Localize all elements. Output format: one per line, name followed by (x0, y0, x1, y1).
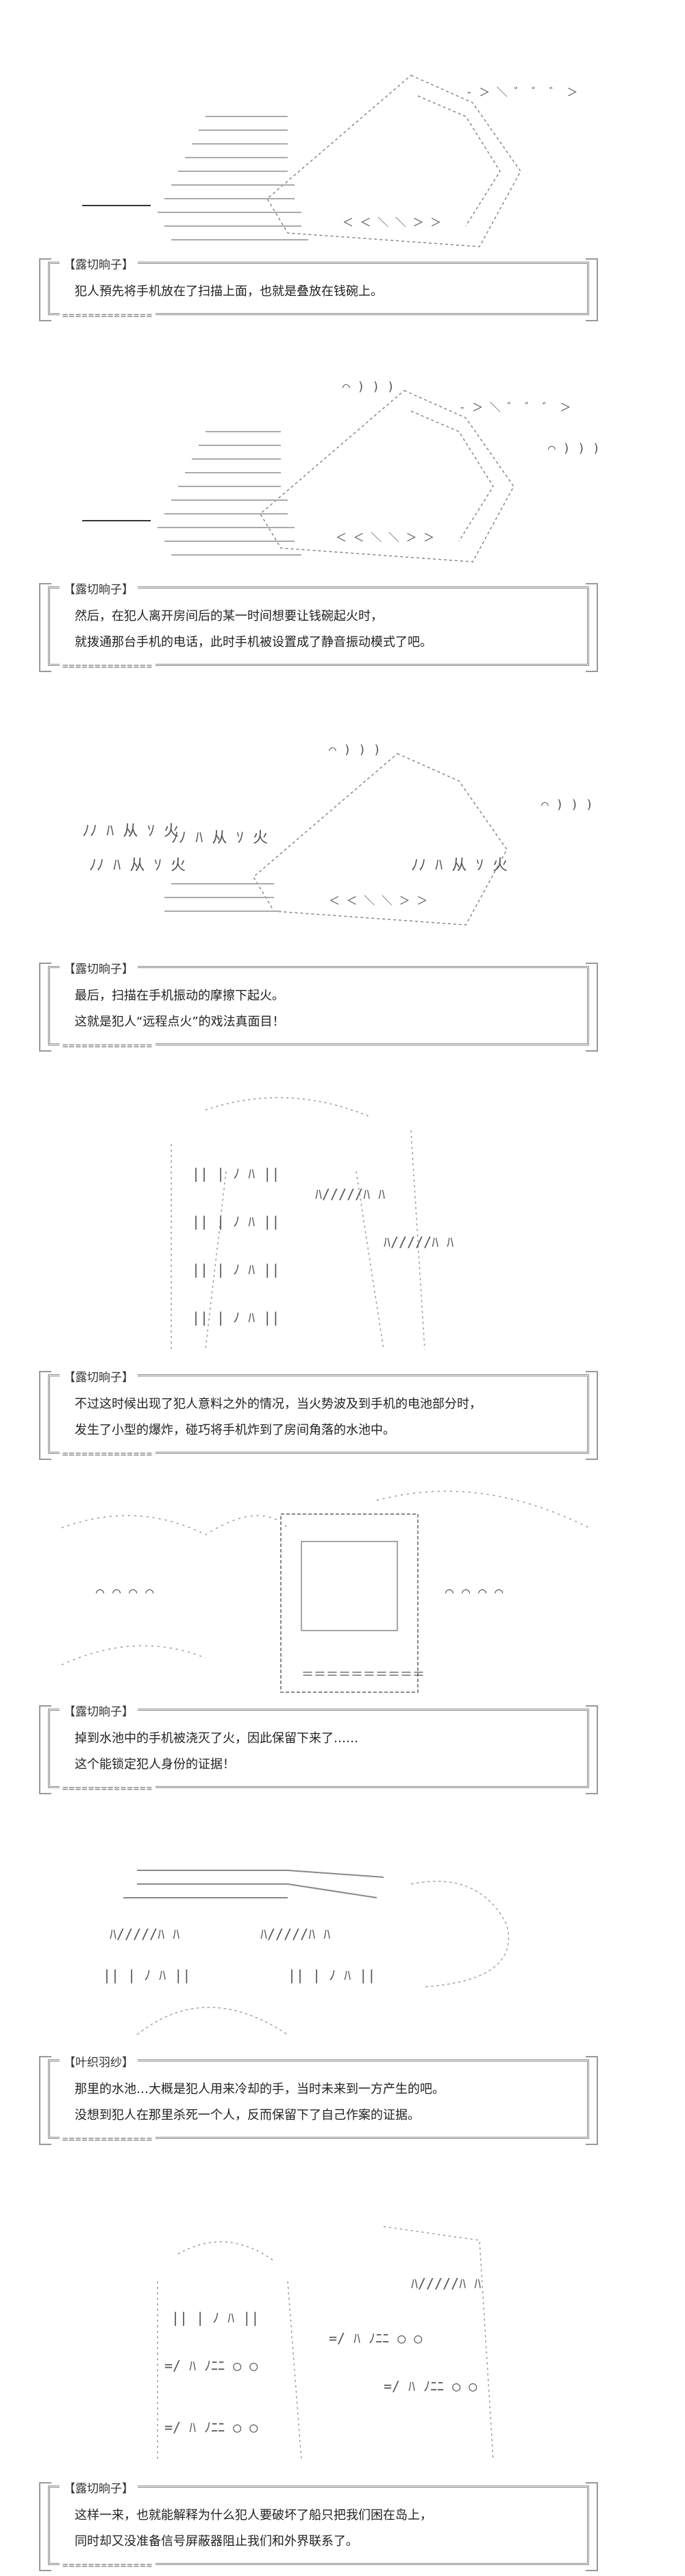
ascii-art-phone-in-sink: ⌒ ⌒ ⌒ ⌒ ⌒ ⌒ ⌒ ⌒ ＝＝＝＝＝＝＝＝＝＝ (0, 1473, 685, 1706)
dialogue-line: 那里的水池…大概是犯人用来冷却的手，当时未来到一方产生的吧。 (75, 2082, 445, 2096)
dialogue-box: 【露切晌子】 不过这时候出现了犯人意料之外的情况，当火势波及到手机的电池部分时，… (39, 1367, 598, 1460)
dialogue-line: 这就是犯人“远程点火”的戏法真面目！ (75, 1015, 285, 1029)
svg-text:=/ ﾊ ﾉﾆﾆ ○ ○: =/ ﾊ ﾉﾆﾆ ○ ○ (164, 2357, 258, 2374)
dialogue-box: 【叶织羽纱】 那里的水池…大概是犯人用来冷却的手，当时未来到一方产生的吧。 没想… (39, 2053, 598, 2145)
speaker-name: 【叶织羽纱】 (60, 2053, 138, 2070)
dialogue-line: 最后，扫描在手机振动的摩擦下起火。 (75, 989, 284, 1003)
dialogue-line: 这个能锁定犯人身份的证据！ (75, 1757, 235, 1772)
dialogue-box: 【露切晌子】 然后，在犯人离开房间后的某一时间想要让钱碗起火时， 就拨通那台手机… (39, 580, 598, 672)
panel-5: ⌒ ⌒ ⌒ ⌒ ⌒ ⌒ ⌒ ⌒ ＝＝＝＝＝＝＝＝＝＝ 【露切晌子】 掉到水池中的… (0, 1473, 685, 1822)
svg-text:＜ ＜ ＼ ＼ ＞ ＞: ＜ ＜ ＼ ＼ ＞ ＞ (329, 894, 427, 907)
dialogue-box: 【露切晌子】 掉到水池中的手机被浇灭了火，因此保留下来了…… 这个能锁定犯人身份… (39, 1702, 598, 1794)
dialogue-footer: ============== (60, 1783, 156, 1794)
ascii-art-girl-bangs: ﾊ/////ﾊ ﾊ ﾊ/////ﾊ ﾊ || | ﾉ ﾊ || || | ﾉ ﾊ… (0, 1843, 685, 2048)
ascii-art-phone-vibrating: ⌒ ) ) ) ⌒ ) ) ) ‐ ＞ ＼ ゛ ゛ ゛ ＞ ＜ ＜ ＼ ＼ ＞ … (0, 363, 685, 582)
svg-text:⌒ ⌒ ⌒ ⌒: ⌒ ⌒ ⌒ ⌒ (96, 1583, 153, 1600)
svg-text:＜ ＜ ＼ ＼ ＞ ＞: ＜ ＜ ＼ ＼ ＞ ＞ (342, 216, 441, 229)
svg-text:|| | ﾉ ﾊ ||: || | ﾉ ﾊ || (192, 1165, 279, 1182)
dialogue-line: 然后，在犯人离开房间后的某一时间想要让钱碗起火时， (75, 609, 383, 623)
panel-3: ﾉﾉ ﾊ 从 ｿ 火 ﾉﾉ ﾊ 从 ｿ 火 ﾉﾉ ﾊ 从 ｿ 火 ﾉﾉ ﾊ 从 … (0, 733, 685, 1055)
dialogue-footer: ============== (60, 661, 156, 672)
svg-text:ﾊ/////ﾊ ﾊ: ﾊ/////ﾊ ﾊ (411, 2275, 481, 2292)
svg-text:ﾊ/////ﾊ ﾊ: ﾊ/////ﾊ ﾊ (110, 1926, 179, 1942)
dialogue-footer: ============== (60, 310, 156, 321)
dialogue-line: 掉到水池中的手机被浇灭了火，因此保留下来了…… (75, 1731, 358, 1746)
svg-text:‐ ＞ ＼ ゛ ゛ ゛ ＞: ‐ ＞ ＼ ゛ ゛ ゛ ＞ (459, 401, 571, 414)
dialogue-footer: ============== (60, 1449, 156, 1460)
dialogue-footer: ============== (60, 2134, 156, 2145)
dialogue-line: 没想到犯人在那里杀死一个人，反而保留下了自己作案的证据。 (75, 2108, 420, 2122)
svg-text:ﾉﾉ ﾊ 从 ｿ 火: ﾉﾉ ﾊ 从 ｿ 火 (89, 857, 186, 874)
dialogue-box: 【露切晌子】 这样一来，也就能解释为什么犯人要破坏了船只把我们困在岛上， 同时却… (39, 2479, 598, 2571)
panel-7: || | ﾉ ﾊ || =/ ﾊ ﾉﾆﾆ ○ ○ =/ ﾊ ﾉﾆﾆ ○ ○ =/… (0, 2185, 685, 2576)
svg-text:ﾊ/////ﾊ ﾊ: ﾊ/////ﾊ ﾊ (260, 1926, 330, 1942)
dialogue-footer: ============== (60, 2560, 156, 2571)
svg-text:|| | ﾉ ﾊ ||: || | ﾉ ﾊ || (192, 1309, 279, 1326)
panel-6: ﾊ/////ﾊ ﾊ ﾊ/////ﾊ ﾊ || | ﾉ ﾊ || || | ﾉ ﾊ… (0, 1843, 685, 2165)
svg-text:＜ ＜ ＼ ＼ ＞ ＞: ＜ ＜ ＼ ＼ ＞ ＞ (336, 531, 434, 544)
panel-2: ⌒ ) ) ) ⌒ ) ) ) ‐ ＞ ＼ ゛ ゛ ゛ ＞ ＜ ＜ ＼ ＼ ＞ … (0, 363, 685, 678)
svg-text:‐ ＞ ＼ ゛ ゛ ゛ ＞: ‐ ＞ ＼ ゛ ゛ ゛ ＞ (466, 86, 577, 99)
svg-text:|| | ﾉ ﾊ ||: || | ﾉ ﾊ || (288, 1967, 375, 1983)
ascii-art-girl-thinking: || | ﾉ ﾊ || || | ﾉ ﾊ || || | ﾉ ﾊ || || |… (0, 1089, 685, 1363)
svg-text:ﾉﾉ ﾊ 从 ｿ 火: ﾉﾉ ﾊ 从 ｿ 火 (411, 857, 508, 874)
svg-text:|| | ﾉ ﾊ ||: || | ﾉ ﾊ || (192, 1261, 279, 1278)
ascii-art-two-characters: || | ﾉ ﾊ || =/ ﾊ ﾉﾆﾆ ○ ○ =/ ﾊ ﾉﾆﾆ ○ ○ =/… (0, 2185, 685, 2473)
ascii-art-phone-fire: ﾉﾉ ﾊ 从 ｿ 火 ﾉﾉ ﾊ 从 ｿ 火 ﾉﾉ ﾊ 从 ｿ 火 ﾉﾉ ﾊ 从 … (0, 733, 685, 959)
dialogue-line: 发生了小型的爆炸，碰巧将手机炸到了房间角落的水池中。 (75, 1423, 395, 1437)
speaker-name: 【露切晌子】 (60, 959, 138, 976)
speaker-name: 【露切晌子】 (60, 1702, 138, 1719)
panel-1: ‐ ＞ ＼ ゛ ゛ ゛ ＞ ＜ ＜ ＼ ＼ ＞ ＞ 【露切晌子】 犯人預先将手机… (0, 0, 685, 322)
speaker-name: 【露切晌子】 (60, 2479, 138, 2496)
svg-text:|| | ﾉ ﾊ ||: || | ﾉ ﾊ || (192, 1213, 279, 1230)
dialogue-footer: ============== (60, 1041, 156, 1052)
svg-text:ﾊ/////ﾊ ﾊ: ﾊ/////ﾊ ﾊ (384, 1234, 453, 1250)
svg-text:ﾉﾉ ﾊ 从 ｿ 火: ﾉﾉ ﾊ 从 ｿ 火 (82, 823, 179, 840)
svg-text:ﾉﾉ ﾊ 从 ｿ 火: ﾉﾉ ﾊ 从 ｿ 火 (171, 830, 268, 847)
svg-text:⌒ ) ) ): ⌒ ) ) ) (329, 743, 381, 757)
dialogue-line: 就拨通那台手机的电话，此时手机被设置成了静音振动模式了吧。 (75, 635, 432, 649)
ascii-art-phone-on-bowl: ‐ ＞ ＼ ゛ ゛ ゛ ＞ ＜ ＜ ＼ ＼ ＞ ＞ (0, 0, 685, 260)
dialogue-box: 【露切晌子】 犯人預先将手机放在了扫描上面，也就是叠放在钱碗上。 =======… (39, 255, 598, 321)
speaker-name: 【露切晌子】 (60, 1367, 138, 1385)
dialogue-line: 这样一来，也就能解释为什么犯人要破坏了船只把我们困在岛上， (75, 2508, 432, 2523)
svg-text:⌒ ⌒ ⌒ ⌒: ⌒ ⌒ ⌒ ⌒ (445, 1583, 503, 1600)
svg-text:=/ ﾊ ﾉﾆﾆ ○ ○: =/ ﾊ ﾉﾆﾆ ○ ○ (164, 2419, 258, 2436)
svg-text:⌒ ) ) ): ⌒ ) ) ) (548, 441, 600, 456)
dialogue-box: 【露切晌子】 最后，扫描在手机振动的摩擦下起火。 这就是犯人“远程点火”的戏法真… (39, 959, 598, 1052)
svg-text:⌒ ) ) ): ⌒ ) ) ) (541, 797, 593, 812)
dialogue-line: 不过这时候出现了犯人意料之外的情况，当火势波及到手机的电池部分时， (75, 1397, 482, 1411)
dialogue-line: 同时却又没准备信号屏蔽器阻止我们和外界联系了。 (75, 2534, 358, 2549)
panel-4: || | ﾉ ﾊ || || | ﾉ ﾊ || || | ﾉ ﾊ || || |… (0, 1089, 685, 1473)
svg-text:|| | ﾉ ﾊ ||: || | ﾉ ﾊ || (171, 2309, 259, 2326)
svg-text:＝＝＝＝＝＝＝＝＝＝: ＝＝＝＝＝＝＝＝＝＝ (301, 1668, 425, 1682)
svg-text:⌒ ) ) ): ⌒ ) ) ) (342, 380, 395, 394)
svg-text:ﾊ/////ﾊ ﾊ: ﾊ/////ﾊ ﾊ (315, 1186, 385, 1202)
svg-text:|| | ﾉ ﾊ ||: || | ﾉ ﾊ || (103, 1967, 190, 1983)
svg-text:=/ ﾊ ﾉﾆﾆ ○ ○: =/ ﾊ ﾉﾆﾆ ○ ○ (384, 2378, 477, 2394)
speaker-name: 【露切晌子】 (60, 580, 138, 597)
dialogue-line: 犯人預先将手机放在了扫描上面，也就是叠放在钱碗上。 (75, 284, 383, 299)
speaker-name: 【露切晌子】 (60, 255, 138, 272)
svg-text:=/ ﾊ ﾉﾆﾆ ○ ○: =/ ﾊ ﾉﾆﾆ ○ ○ (329, 2330, 422, 2346)
